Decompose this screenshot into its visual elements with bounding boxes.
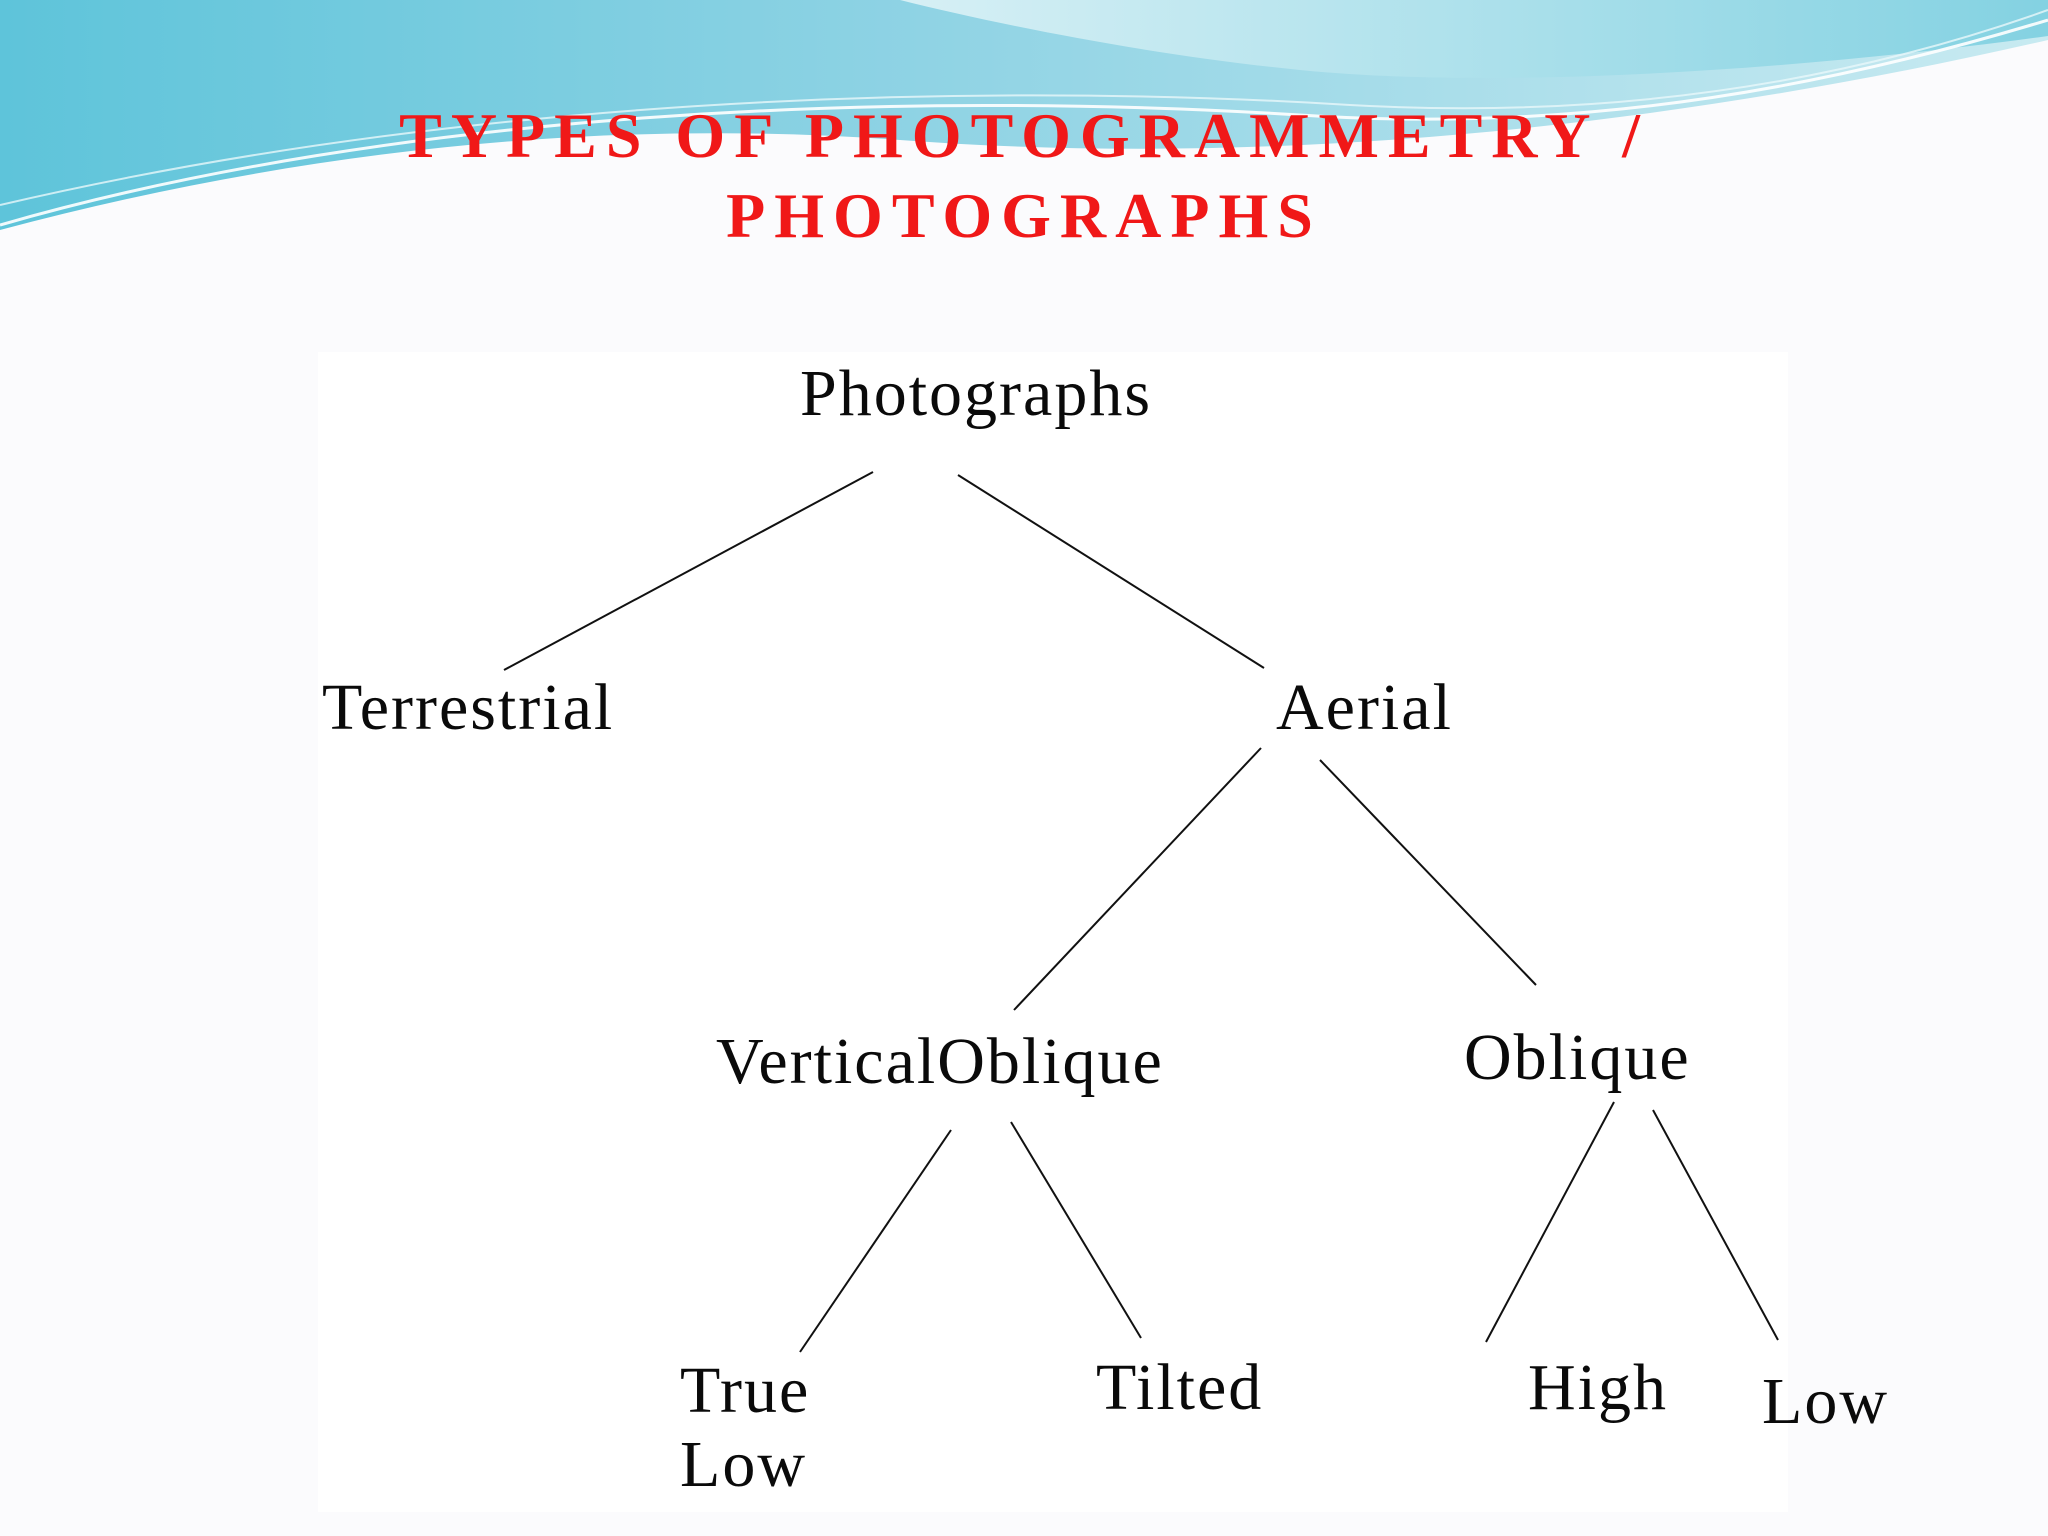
connector-photographs-terrestrial bbox=[503, 471, 874, 671]
node-true-low-line-2: Low bbox=[680, 1428, 807, 1501]
connector-verticaloblique-truelow bbox=[799, 1129, 952, 1353]
node-true-low: True Low bbox=[680, 1354, 810, 1502]
diagram-panel bbox=[318, 352, 1788, 1512]
connector-photographs-aerial bbox=[957, 474, 1265, 669]
slide-title: TYPES OF PHOTOGRAMMETRY / PHOTOGRAPHS bbox=[0, 96, 2048, 256]
node-terrestrial: Terrestrial bbox=[322, 671, 615, 744]
node-oblique: Oblique bbox=[1464, 1021, 1691, 1094]
connector-aerial-verticaloblique bbox=[1013, 747, 1262, 1011]
slide-title-line-1: TYPES OF PHOTOGRAMMETRY / bbox=[399, 100, 1649, 171]
slide-title-line-2: PHOTOGRAPHS bbox=[726, 180, 1322, 251]
node-true-low-line-1: True bbox=[680, 1354, 811, 1427]
node-aerial: Aerial bbox=[1276, 671, 1453, 744]
connector-oblique-low bbox=[1652, 1109, 1779, 1341]
connector-oblique-high bbox=[1485, 1101, 1615, 1343]
node-tilted: Tilted bbox=[1096, 1351, 1264, 1424]
node-photographs: Photographs bbox=[800, 357, 1152, 430]
node-vertical-oblique: VerticalOblique bbox=[716, 1025, 1164, 1098]
header-wave-decoration bbox=[0, 0, 2048, 230]
node-high: High bbox=[1528, 1351, 1668, 1424]
connector-aerial-oblique bbox=[1319, 759, 1537, 986]
node-low: Low bbox=[1762, 1365, 1889, 1438]
connector-verticaloblique-tilted bbox=[1010, 1121, 1142, 1339]
